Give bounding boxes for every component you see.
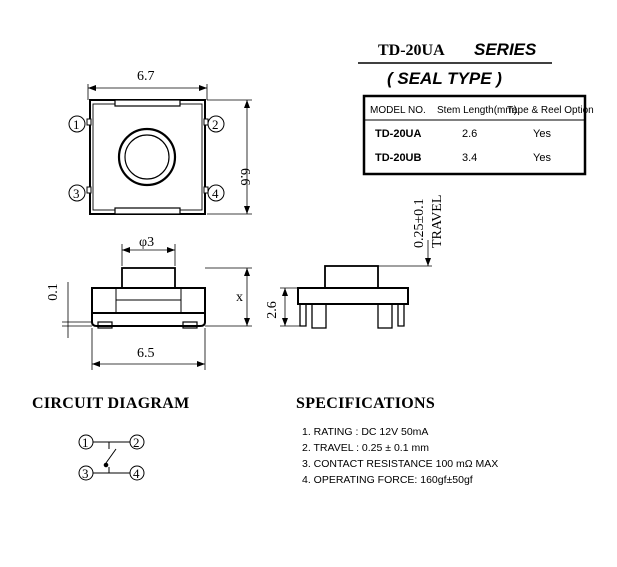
spec-line: 3. CONTACT RESISTANCE 100 mΩ MAX [302, 458, 498, 470]
spec-line: 4. OPERATING FORCE: 160gf±50gf [302, 474, 473, 486]
pin-label: 1 [73, 117, 80, 132]
stem-side [121, 267, 176, 289]
dimension-side-height: 2.6 [265, 301, 280, 319]
stem-inner-circle [124, 134, 170, 180]
spec-line: 1. RATING : DC 12V 50mA [302, 426, 428, 438]
circuit-pin-label: 2 [133, 435, 140, 450]
side-view-right [280, 240, 432, 329]
spec-line: 2. TRAVEL : 0.25 ± 0.1 mm [302, 442, 429, 454]
dimension-bottom-width: 6.5 [137, 346, 155, 361]
pin-label: 4 [212, 186, 219, 201]
specifications-heading: SPECIFICATIONS [296, 395, 435, 412]
circuit-pin-label: 4 [133, 466, 140, 481]
body-side [91, 287, 206, 314]
model-title: TD-20UA [378, 42, 445, 59]
pin-marker [68, 115, 86, 133]
table-cell-tape: Yes [533, 152, 551, 164]
table-cell-model: TD-20UA [375, 128, 422, 140]
circuit-pin-label: 3 [82, 466, 89, 481]
table-cell-model: TD-20UB [375, 152, 422, 164]
side-marker: x [236, 290, 243, 305]
table-cell-stem: 3.4 [462, 152, 477, 164]
table-border [362, 94, 587, 176]
dimension-travel-label: TRAVEL [430, 195, 445, 248]
stem-outer-circle [117, 127, 177, 187]
side-view-left [62, 244, 252, 370]
table-header-tape: Tape & Reel Option [507, 105, 594, 116]
table-header-stem: Stem Length(mm) [437, 105, 517, 116]
dimension-clearance: 0.1 [46, 283, 61, 301]
table-cell-tape: Yes [533, 128, 551, 140]
pin-marker [68, 184, 86, 202]
switch-contact [105, 448, 117, 464]
pin-label: 2 [212, 117, 219, 132]
switch-body-outline [89, 99, 206, 215]
circuit-diagram-heading: CIRCUIT DIAGRAM [32, 395, 190, 412]
stem-side [324, 265, 379, 289]
seal-type-title: ( SEAL TYPE ) [387, 69, 502, 88]
dimension-travel-value: 0.25±0.1 [412, 198, 427, 248]
table-header-model: MODEL NO. [370, 105, 426, 116]
pin-marker [207, 115, 225, 133]
body-side [297, 287, 409, 305]
circuit-pin-label: 1 [82, 435, 89, 450]
pin-label: 3 [73, 186, 80, 201]
table-cell-stem: 2.6 [462, 128, 477, 140]
dimension-top-height: 6.6 [237, 168, 252, 186]
dimension-stem-diameter: φ3 [139, 235, 154, 250]
dimension-top-width: 6.7 [137, 69, 155, 84]
model-table: MODEL NO. Stem Length(mm) Tape & Reel Op… [362, 94, 594, 176]
pin-marker [207, 184, 225, 202]
circuit-schematic [78, 434, 145, 481]
top-view [68, 84, 252, 215]
series-title: SERIES [474, 40, 537, 59]
switch-inner-outline [92, 103, 203, 211]
